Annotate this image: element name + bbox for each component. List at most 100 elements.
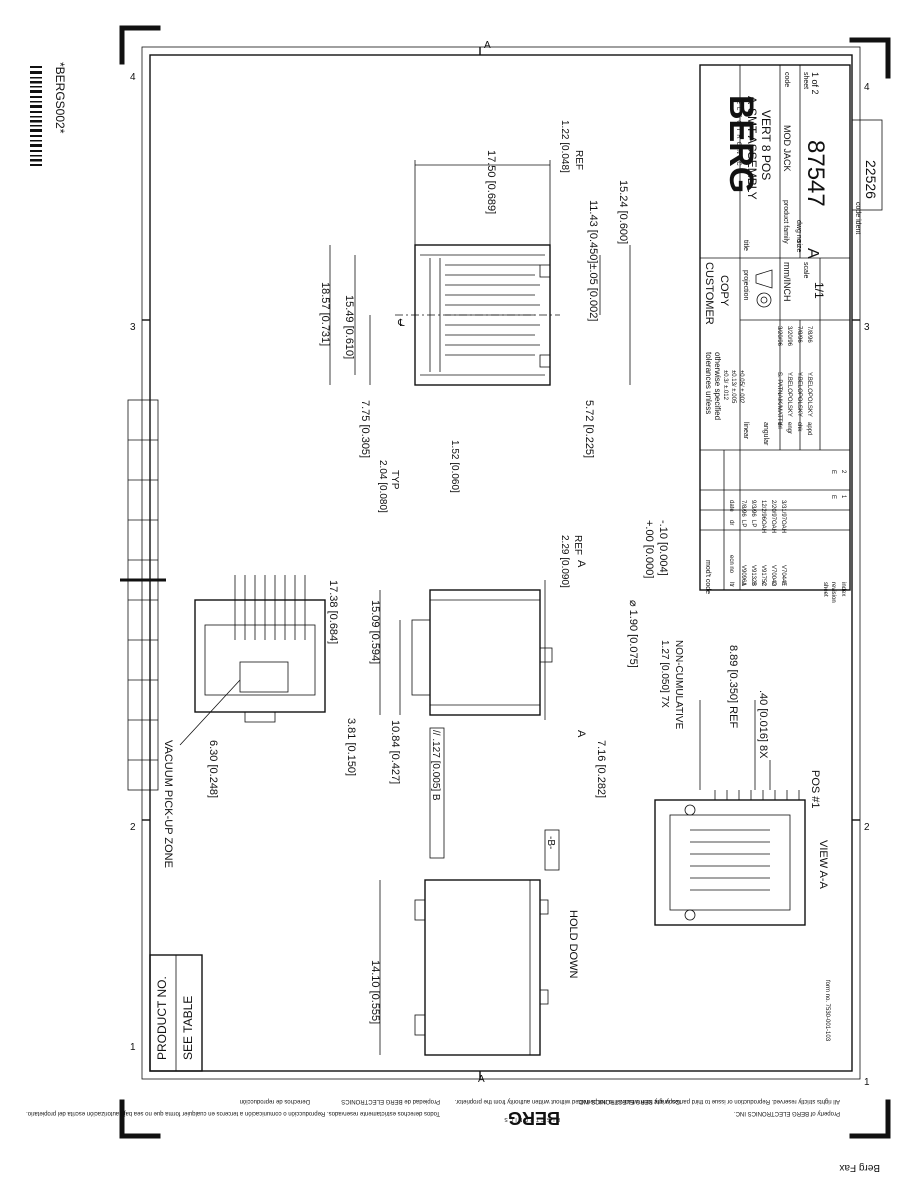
sign-row-date: 3/20/96 <box>786 326 792 347</box>
tolerances-line2: otherwise specified <box>713 352 722 420</box>
rev-dr: OAH <box>780 520 786 533</box>
dim-6-30: 6.30 [0.248] <box>207 740 219 798</box>
dim-2-04-typ: TYP <box>389 470 400 490</box>
scale-value: 1/1 <box>812 282 826 299</box>
company-sub: ELECTRONICS <box>735 100 741 176</box>
company-logo-text: BERG <box>722 95 760 193</box>
dim-14-10: 14.10 [0.555] <box>369 960 381 1024</box>
footer-es-property: Propiedad de BERG ELECTRONICS <box>341 1098 440 1104</box>
angular-label: angular <box>762 422 769 446</box>
third-angle-projection-icon <box>755 269 773 308</box>
rev-dr: LP <box>750 520 756 527</box>
zone-right-2: 2 <box>864 822 870 833</box>
dim-3-81: 3.81 [0.150] <box>345 718 357 776</box>
dim-1-27: 1.27 [0.050] 7X <box>659 640 670 708</box>
product-family-value: MOD JACK <box>782 125 792 172</box>
product-no-value: SEE TABLE <box>181 996 195 1060</box>
front-view: 2.29 [0.090] REF A A +.00 [0.000] -.10 [… <box>369 520 669 871</box>
dim-8-89: 8.89 [0.350] REF <box>727 645 739 728</box>
code-ident-box <box>851 119 883 211</box>
rev-table-sheet: 2 <box>840 470 846 474</box>
crop-mark-top-right <box>849 37 891 79</box>
product-number-table: PRODUCT NO. SEE TABLE <box>149 954 203 1072</box>
zone-left-4: 4 <box>130 72 136 83</box>
left-strip-table <box>127 399 159 791</box>
fax-label: Berg Fax <box>839 1162 880 1173</box>
section-a-bottom: A <box>575 730 587 738</box>
mod-code-label: mod't code <box>704 560 711 594</box>
sign-row-role: engr <box>786 422 792 434</box>
zone-bottom-a: A <box>478 1074 485 1085</box>
zone-right-1: 1 <box>864 1077 870 1088</box>
rev-ecn: V91328 <box>750 565 756 586</box>
dwg-no-label: dwg no <box>795 220 802 243</box>
barcode-stamp: *BERGS002* <box>30 62 67 166</box>
side-view-dims: 17.50 [0.689] 1.22 [0.048] REF 11.43 [0.… <box>319 120 631 513</box>
zone-right-3: 3 <box>864 322 870 333</box>
form-number: form no. 7530-001-103 <box>824 980 830 1042</box>
crop-mark-top-left <box>119 25 161 65</box>
crop-mark-bottom-left <box>119 1099 161 1139</box>
rev-dr: LP <box>740 520 746 527</box>
footer-es-text: Todos derechos estrictamente reservados.… <box>26 1110 440 1116</box>
rev-table-rev: E <box>830 495 836 499</box>
sign-row-date: 7/8/96 <box>796 326 802 343</box>
rev-ltr: A <box>740 582 746 586</box>
view-aa: VIEW A-A POS #1 1.27 [0.050] 7X NON-CUMU… <box>654 640 829 926</box>
title-line2: VERT 8 POS <box>759 110 773 180</box>
product-family-label: product family <box>782 200 789 244</box>
mounting-hole-icon <box>684 909 696 921</box>
dim-15-49: 15.49 [0.610] <box>343 295 355 359</box>
sheet-label: sheet <box>802 72 809 89</box>
dim-15-09: 15.09 [0.594] <box>369 600 381 664</box>
rev-ecn: V91752 <box>760 565 766 586</box>
view-aa-label: VIEW A-A <box>817 840 829 890</box>
centerline-mark: ℄ <box>397 318 405 329</box>
dim-17-50: 17.50 [0.689] <box>485 150 497 214</box>
dim-1-52: 1.52 [0.060] <box>449 440 460 493</box>
rev-table-sheet: 1 <box>840 495 846 499</box>
sign-off-rows: drl S. PATNAIK/MATTY 3/20/96 engr Y.BELO… <box>776 326 812 435</box>
zone-right-4: 4 <box>864 82 870 93</box>
sign-row-name: S. PATNAIK/MATTY <box>776 372 782 426</box>
rev-ltr: B <box>750 582 756 586</box>
dim-5-72: 5.72 [0.225] <box>583 400 595 458</box>
size-value: A <box>804 248 821 259</box>
rev-dr: OAH <box>770 520 776 533</box>
scale-label: scale <box>802 262 809 278</box>
sign-row-role: drl <box>776 422 782 429</box>
rev-table-revision-label: revision <box>830 582 836 603</box>
rev-date: 9/3/96 <box>750 500 756 517</box>
footer-brand-logo: BERG <box>508 1108 560 1128</box>
tol-row-2: ±0.13/ ±.005 <box>730 370 736 404</box>
footer-notes: All rights strictly reserved. Reproducti… <box>26 1098 840 1128</box>
dim-1-90-tol-minus: -.10 [0.004] <box>657 520 669 576</box>
rev-header-dr: dr <box>728 520 734 525</box>
sign-row-role: chk <box>796 422 802 432</box>
rev-ecn: V90961 <box>740 565 746 586</box>
rev-table-index-label: index <box>840 582 846 596</box>
rev-ltr: D <box>770 582 776 587</box>
dim-1-27-note: NON-CUMULATIVE <box>673 640 684 730</box>
sign-row-role: appd <box>806 422 812 435</box>
customer-copy-line2: COPY <box>718 275 730 307</box>
customer-copy-line1: CUSTOMER <box>703 262 715 325</box>
drawing-border <box>149 54 853 1072</box>
code-ident-value: 22526 <box>863 160 879 199</box>
dim-1-22-ref: REF <box>573 150 584 170</box>
dim-18-57: 18.57 [0.731] <box>319 282 331 346</box>
section-a-top: A <box>575 560 587 568</box>
sign-row-date: 3/20/96 <box>776 326 782 347</box>
zone-left-1: 1 <box>130 1042 136 1053</box>
rev-ecn: V70441 <box>780 565 786 586</box>
datum-b-box <box>544 829 560 871</box>
rev-header-date: date <box>728 500 734 512</box>
rev-header-ltr: ltr <box>728 582 734 587</box>
code-ident-label: code ident <box>854 202 861 234</box>
title-block: BERG ELECTRONICS A-SMT ASSEMBLY VERT 8 P… <box>699 64 883 603</box>
dim-1-90-tol-plus: +.00 [0.000] <box>643 520 655 578</box>
product-no-header: PRODUCT NO. <box>155 976 169 1060</box>
zone-top-a: A <box>484 40 491 51</box>
